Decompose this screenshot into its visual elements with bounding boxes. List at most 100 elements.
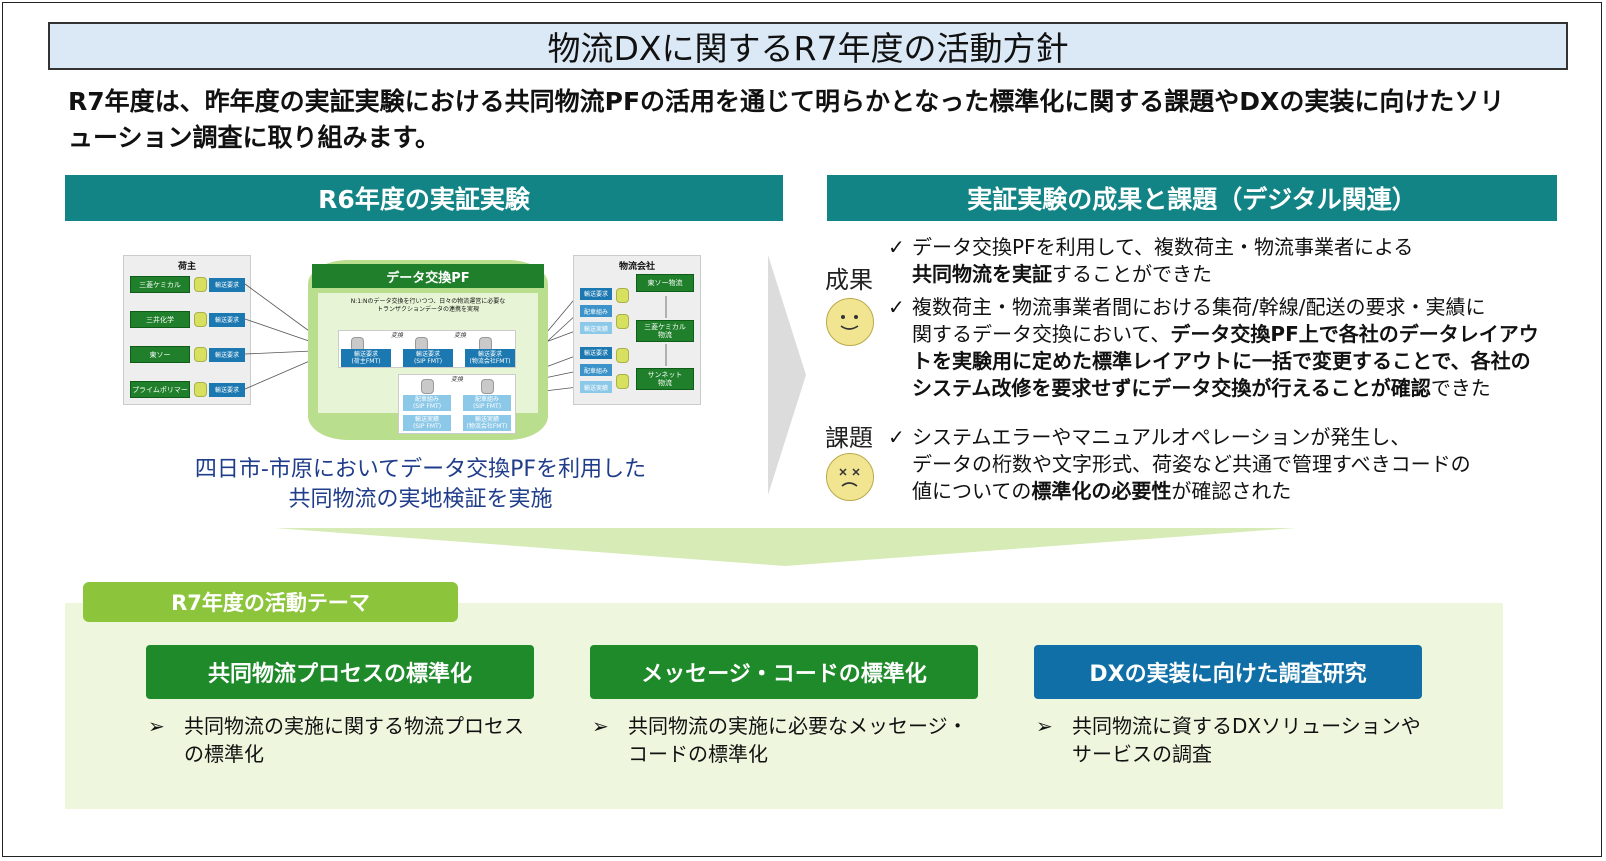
result-text: できた bbox=[1430, 376, 1491, 400]
result-text: 関するデータ交換において、 bbox=[912, 322, 1171, 346]
flow-box: 輸送要求 (SIP FMT) bbox=[403, 349, 453, 367]
shipper-box: 三菱ケミカル bbox=[130, 276, 190, 293]
carriers-panel: 物流会社 輸送要求 配車組み 輸送実績 輸送要求 配車組み 輸送実績 東ソー物流… bbox=[573, 255, 701, 405]
issue-text: システムエラーやマニュアルオペレーションが発生し、 bbox=[912, 425, 1411, 449]
db-icon bbox=[194, 347, 207, 362]
carrier-row-box: 配車組み bbox=[580, 305, 612, 317]
theme-desc-line: 共同物流の実施に必要なメッセージ・ bbox=[628, 714, 968, 738]
carrier-row-box: 輸送実績 bbox=[580, 381, 612, 393]
result-text-bold: システム改修を要求せずにデータ交換が行えることが確認 bbox=[912, 376, 1431, 400]
chevron-right-icon bbox=[768, 255, 806, 495]
pf-note-line: N:1:Nのデータ交換を行いつつ、日々の物流運営に必要な bbox=[350, 298, 506, 305]
db-icon bbox=[616, 314, 629, 329]
theme-desc-3: ➢ 共同物流に資するDXソリューションやサービスの調査 bbox=[1036, 712, 1436, 768]
carriers-title: 物流会社 bbox=[618, 262, 655, 272]
theme-desc-2: ➢ 共同物流の実施に必要なメッセージ・コードの標準化 bbox=[592, 712, 992, 768]
check-icon: ✓ bbox=[888, 425, 905, 449]
issue-text-bold: 標準化の必要性 bbox=[1031, 479, 1172, 503]
request-box: 輸送要求 bbox=[209, 278, 245, 292]
arrow-bullet-icon: ➢ bbox=[592, 714, 609, 738]
carrier-row-box: 輸送要求 bbox=[580, 347, 612, 359]
exchange-label: 変換 bbox=[451, 376, 464, 383]
request-box: 輸送要求 bbox=[209, 383, 245, 397]
result-text: することができた bbox=[1052, 262, 1212, 286]
carrier-box: サンネット 物流 bbox=[636, 368, 694, 390]
theme-area bbox=[65, 603, 1503, 809]
request-box: 輸送要求 bbox=[209, 348, 245, 362]
carrier-link-arrows bbox=[665, 296, 667, 366]
shippers-panel: 荷主 三菱ケミカル 三井化学 東ソー プライムポリマー 輸送要求 輸送要求 輸送… bbox=[123, 255, 251, 405]
check-icon: ✓ bbox=[888, 235, 905, 259]
results-header: 実証実験の成果と課題（デジタル関連） bbox=[827, 175, 1557, 221]
arrow-bullet-icon: ➢ bbox=[148, 714, 165, 738]
smile-face-icon bbox=[826, 298, 874, 346]
db-icon bbox=[481, 379, 494, 394]
request-box: 輸送要求 bbox=[209, 313, 245, 327]
db-icon bbox=[194, 382, 207, 397]
db-icon bbox=[616, 288, 629, 303]
flow-box: 輸送実績 (物流会社FMT) bbox=[463, 415, 511, 431]
issue-label: 課題 bbox=[825, 424, 873, 452]
db-icon bbox=[194, 277, 207, 292]
theme-desc-line: サービスの調査 bbox=[1072, 742, 1212, 766]
issue-text: データの桁数や文字形式、荷姿など共通で管理すべきコードの bbox=[912, 452, 1471, 476]
flow-box: 輸送要求 (荷主FMT) bbox=[341, 349, 391, 367]
theme-process: 共同物流プロセスの標準化 bbox=[146, 645, 534, 699]
theme-message-code: メッセージ・コードの標準化 bbox=[590, 645, 978, 699]
diagram-caption: 四日市-市原においてデータ交換PFを利用した 共同物流の実地検証を実施 bbox=[123, 455, 718, 515]
flow-box: 配車組み (SIP FMT) bbox=[463, 395, 511, 411]
carrier-row-box: 輸送実績 bbox=[580, 322, 612, 334]
flow-box: 輸送要求 (物流会社FMT) bbox=[465, 349, 515, 367]
carrier-row-box: 配車組み bbox=[580, 364, 612, 376]
db-icon bbox=[616, 374, 629, 389]
flow-row-1: 変換 変換 輸送要求 (荷主FMT) 輸送要求 (SIP FMT) 輸送要求 (… bbox=[338, 330, 516, 368]
theme-tab: R7年度の活動テーマ bbox=[83, 582, 458, 622]
result-text: データ交換PFを利用して、複数荷主・物流事業者による bbox=[912, 235, 1414, 259]
shippers-title: 荷主 bbox=[177, 262, 196, 272]
shipper-box: プライムポリマー bbox=[130, 381, 190, 398]
pf-title: データ交換PF bbox=[312, 264, 544, 288]
flow-box: 配車組み (SIP FMT) bbox=[403, 395, 451, 411]
pf-note-line: トランザクションデータの連携を実現 bbox=[376, 306, 479, 313]
theme-desc-line: 共同物流に資するDXソリューションや bbox=[1072, 714, 1421, 738]
theme-dx-research: DXの実装に向けた調査研究 bbox=[1034, 645, 1422, 699]
result-text-bold: トを実験用に定めた標準レイアウトに一括で変更することで、各社の bbox=[912, 349, 1531, 373]
result-text-bold: データ交換PF上で各社のデータレイアウ bbox=[1170, 322, 1539, 346]
result-label: 成果 bbox=[825, 266, 873, 294]
dizzy-face-icon bbox=[826, 453, 874, 501]
carrier-box: 三菱ケミカル 物流 bbox=[636, 320, 694, 342]
db-icon bbox=[194, 312, 207, 327]
pf-diagram: 荷主 三菱ケミカル 三井化学 東ソー プライムポリマー 輸送要求 輸送要求 輸送… bbox=[123, 255, 718, 455]
issue-text: が確認された bbox=[1171, 479, 1292, 503]
db-icon bbox=[616, 348, 629, 363]
pf-cylinder: データ交換PF N:1:Nのデータ交換を行いつつ、日々の物流運営に必要な トラン… bbox=[308, 260, 548, 440]
theme-desc-line: 共同物流の実施に関する物流プロセス bbox=[184, 714, 524, 738]
theme-desc-line: コードの標準化 bbox=[628, 742, 768, 766]
arrow-bullet-icon: ➢ bbox=[1036, 714, 1053, 738]
exchange-label: 変換 bbox=[391, 332, 404, 339]
carrier-box: 東ソー物流 bbox=[636, 274, 694, 292]
flow-box: 輸送実績 (SIP FMT) bbox=[403, 415, 451, 431]
lead-text: R7年度は、昨年度の実証実験における共同物流PFの活用を通じて明らかとなった標準… bbox=[68, 87, 1505, 152]
pf-note: N:1:Nのデータ交換を行いつつ、日々の物流運営に必要な トランザクションデータ… bbox=[318, 298, 538, 314]
caption-line: 四日市-市原においてデータ交換PFを利用した bbox=[194, 457, 647, 482]
result-bullet-2: ✓ 複数荷主・物流事業者間における集荷/幹線/配送の要求・実績に 関するデータ交… bbox=[888, 294, 1548, 402]
shipper-box: 東ソー bbox=[130, 346, 190, 363]
result-text: 複数荷主・物流事業者間における集荷/幹線/配送の要求・実績に bbox=[912, 295, 1486, 319]
issue-bullet: ✓ システムエラーやマニュアルオペレーションが発生し、 データの桁数や文字形式、… bbox=[888, 424, 1548, 505]
r6-header: R6年度の実証実験 bbox=[65, 175, 783, 221]
theme-desc-1: ➢ 共同物流の実施に関する物流プロセスの標準化 bbox=[148, 712, 548, 768]
flow-row-2: 変換 配車組み (SIP FMT) 配車組み (SIP FMT) 輸送実績 (S… bbox=[398, 374, 516, 434]
down-arrow-icon bbox=[275, 528, 1295, 566]
shipper-box: 三井化学 bbox=[130, 311, 190, 328]
page-title: 物流DXに関するR7年度の活動方針 bbox=[48, 22, 1568, 70]
caption-line: 共同物流の実地検証を実施 bbox=[288, 487, 553, 512]
theme-desc-line: の標準化 bbox=[184, 742, 264, 766]
result-text-bold: 共同物流を実証 bbox=[912, 262, 1052, 286]
result-bullet-1: ✓ データ交換PFを利用して、複数荷主・物流事業者による 共同物流を実証すること… bbox=[888, 234, 1548, 288]
exchange-label: 変換 bbox=[454, 332, 467, 339]
check-icon: ✓ bbox=[888, 295, 905, 319]
carrier-row-box: 輸送要求 bbox=[580, 288, 612, 300]
db-icon bbox=[421, 379, 434, 394]
